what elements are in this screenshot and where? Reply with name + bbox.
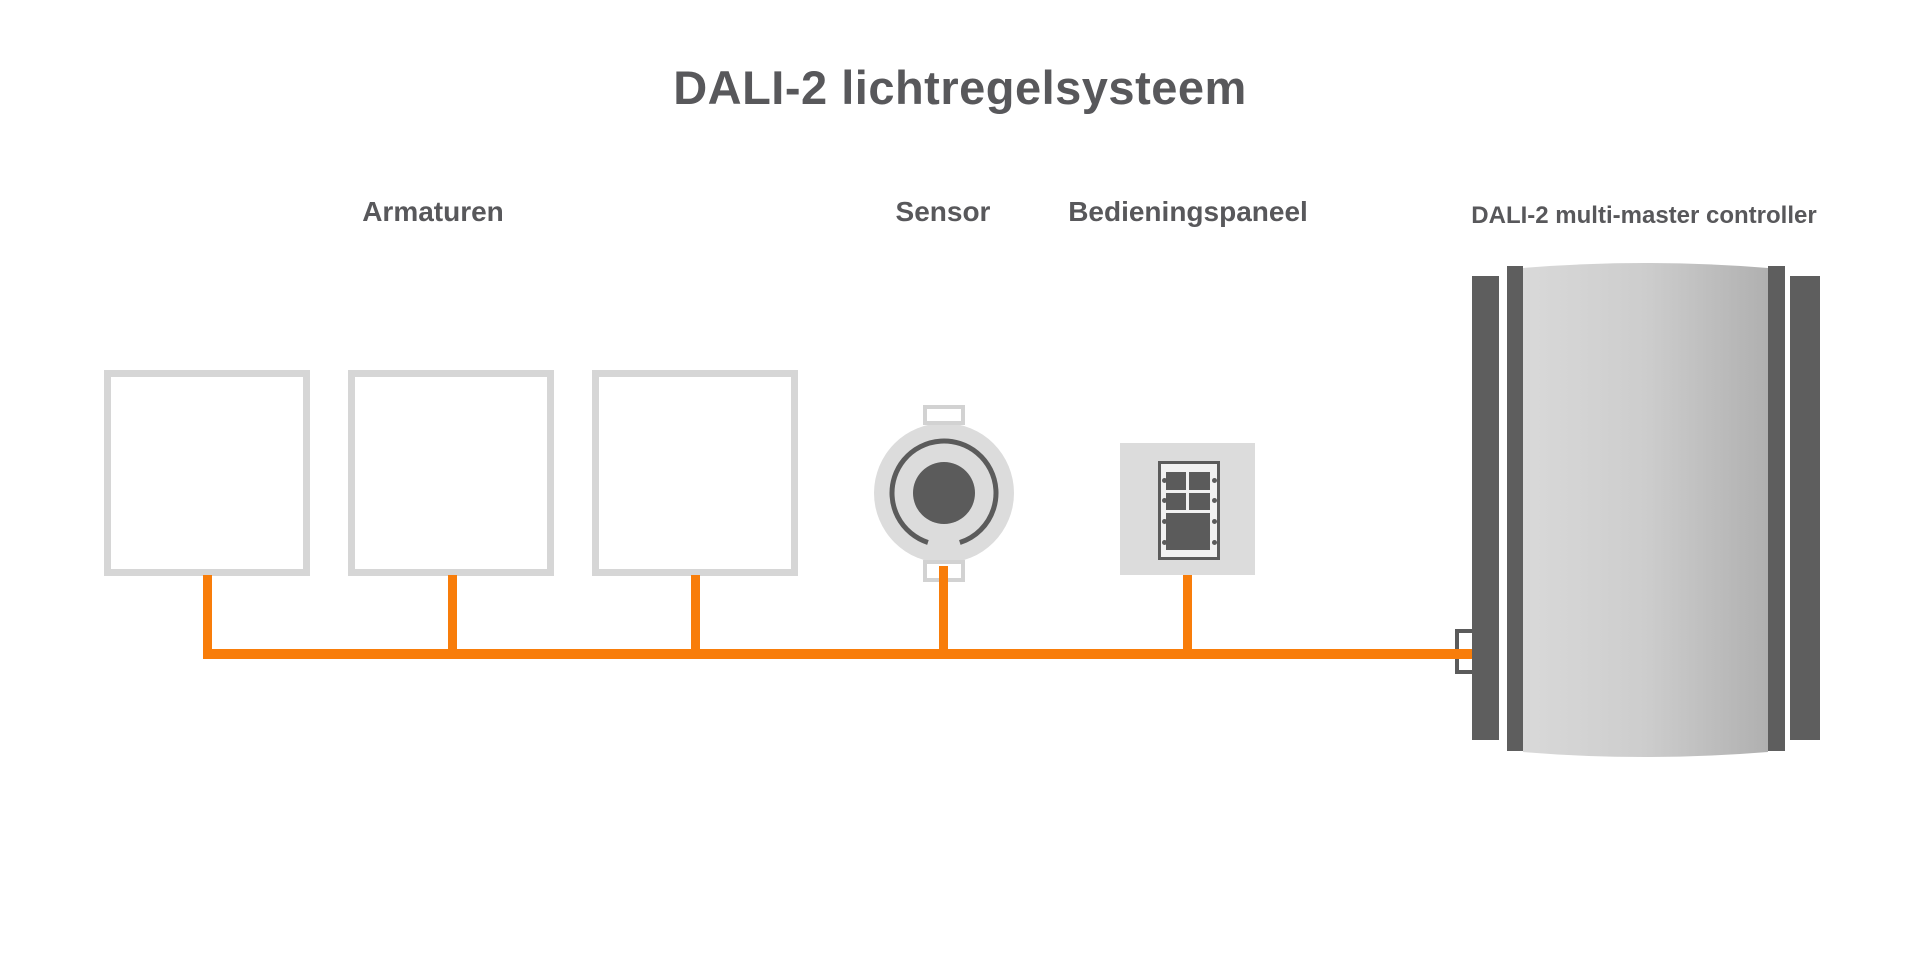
drop-line-luminaire-2 — [448, 575, 457, 659]
luminaire-panel-2 — [348, 370, 554, 576]
dali-bus-line — [203, 649, 1475, 659]
controller-side-bar-outer-left — [1472, 276, 1499, 740]
drop-line-luminaire-1 — [203, 575, 212, 659]
drop-line-sensor — [939, 566, 948, 659]
panel-screw-dot — [1212, 540, 1217, 545]
controller-side-bar-inner-right — [1768, 266, 1785, 751]
panel-screw-dot — [1212, 519, 1217, 524]
controller-side-bar-outer-right — [1790, 276, 1820, 740]
panel-screw-dot — [1162, 478, 1167, 483]
panel-button-large — [1166, 513, 1210, 550]
label-armaturen: Armaturen — [362, 196, 504, 227]
label-controller: DALI-2 multi-master controller — [1471, 202, 1817, 229]
label-bedieningspaneel: Bedieningspaneel — [1068, 196, 1308, 227]
panel-screw-dot — [1162, 540, 1167, 545]
controller-body — [1523, 263, 1768, 757]
panel-screw-dot — [1162, 498, 1167, 503]
drop-line-luminaire-3 — [691, 575, 700, 659]
panel-screw-dot — [1212, 498, 1217, 503]
label-sensor: Sensor — [895, 196, 991, 227]
luminaire-panel-3 — [592, 370, 798, 576]
panel-screw-dot — [1162, 519, 1167, 524]
panel-button — [1166, 493, 1186, 510]
drop-line-panel — [1183, 575, 1192, 659]
page-title: DALI-2 lichtregelsysteem — [673, 61, 1247, 114]
sensor-ring-icon — [889, 438, 999, 548]
sensor-clip-top — [923, 405, 965, 425]
panel-button — [1166, 472, 1186, 490]
luminaire-panel-1 — [104, 370, 310, 576]
panel-button — [1189, 472, 1210, 490]
controller-side-bar-inner-left — [1507, 266, 1523, 751]
sensor-lens-icon — [913, 462, 975, 524]
panel-screw-dot — [1212, 478, 1217, 483]
panel-button — [1189, 493, 1210, 510]
